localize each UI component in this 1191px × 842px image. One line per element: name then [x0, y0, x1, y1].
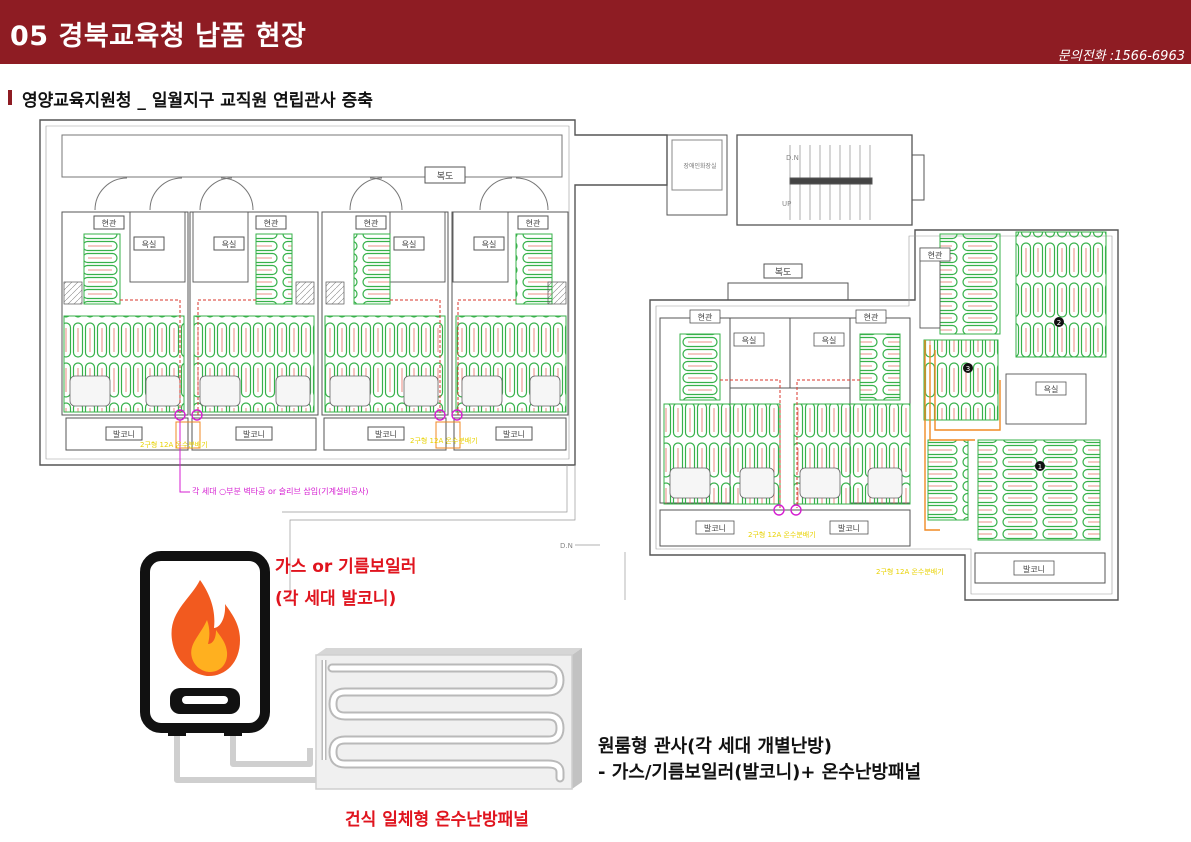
- entrance-label-7: 현관: [928, 250, 943, 260]
- stair-up-label: UP: [782, 200, 791, 208]
- balcony-label-4: 발코니: [503, 429, 525, 439]
- svg-text:3: 3: [966, 365, 970, 373]
- elevator-label: 장애인화장실: [683, 162, 716, 170]
- subtitle-text: 영양교육지원청 _ 일월지구 교직원 연립관사 증축: [22, 91, 373, 111]
- boiler-icon: [140, 551, 270, 736]
- pipe-sleeve-note: 각 세대 ○부분 벽타공 or 슬리브 삽입(기계설비공사): [192, 487, 369, 496]
- description-line-2: - 가스/기름보일러(발코니)+ 온수난방패널: [598, 762, 922, 783]
- entrance-label-4: 현관: [526, 218, 541, 228]
- page-title: 05 경북교육청 납품 현장: [10, 21, 307, 52]
- balcony-label-6: 발코니: [838, 523, 860, 533]
- entrance-label-2: 현관: [264, 218, 279, 228]
- panel-label: 건식 일체형 온수난방패널: [345, 810, 529, 830]
- bath-label-5: 욕실: [742, 335, 757, 345]
- description-line-1: 원룸형 관사(각 세대 개별난방): [598, 736, 832, 757]
- entrance-label-1: 현관: [102, 218, 117, 228]
- corridor-label-box-left: [424, 166, 466, 184]
- bath-label-4: 욕실: [482, 239, 497, 249]
- marker-1: 1: [1035, 461, 1045, 471]
- stair-dn-label: D.N: [786, 154, 799, 162]
- bath-label-2: 욕실: [222, 239, 237, 249]
- bath-label-7: 욕실: [1044, 384, 1059, 394]
- subtitle-marker: [8, 90, 12, 105]
- heating-panel-illustration: [315, 648, 582, 790]
- distributor-note-4: 2구형 12A 온수분배기: [876, 568, 944, 576]
- svg-text:1: 1: [1038, 463, 1042, 471]
- balcony-label-1: 발코니: [113, 429, 135, 439]
- marker-2: 2: [1054, 317, 1064, 327]
- balcony-label-3: 발코니: [375, 429, 397, 439]
- left-units: [61, 211, 569, 493]
- entrance-label-6: 현관: [864, 312, 879, 322]
- boiler-location-label: (각 세대 발코니): [275, 589, 397, 609]
- corridor-label-right: 복도: [775, 267, 792, 278]
- boiler-pipes: [174, 736, 321, 783]
- entrance-label-5: 현관: [698, 312, 713, 322]
- bath-label-1: 욕실: [142, 239, 157, 249]
- distributor-note-3: 2구형 12A 온수분배기: [748, 531, 816, 539]
- boiler-label: 가스 or 기름보일러: [275, 557, 417, 577]
- corridor-label-left: 복도: [437, 171, 454, 182]
- bath-label-3: 욕실: [402, 239, 417, 249]
- stair-core: [666, 134, 925, 226]
- dn-label-bottom: D.N: [560, 542, 573, 550]
- balcony-label-5: 발코니: [704, 523, 726, 533]
- entrance-label-3: 현관: [364, 218, 379, 228]
- marker-3: 3: [963, 363, 973, 373]
- distributor-note-2: 2구형 12A 온수분배기: [410, 437, 478, 445]
- balcony-label-7: 발코니: [1023, 564, 1045, 574]
- header-bar: 05 경북교육청 납품 현장 문의전화 :1566-6963: [0, 0, 1191, 64]
- contact-phone: 문의전화 :1566-6963: [1057, 49, 1185, 64]
- bath-label-6: 욕실: [822, 335, 837, 345]
- svg-text:2: 2: [1057, 319, 1061, 327]
- distributor-note-1: 2구형 12A 온수분배기: [140, 441, 208, 449]
- balcony-label-2: 발코니: [243, 429, 265, 439]
